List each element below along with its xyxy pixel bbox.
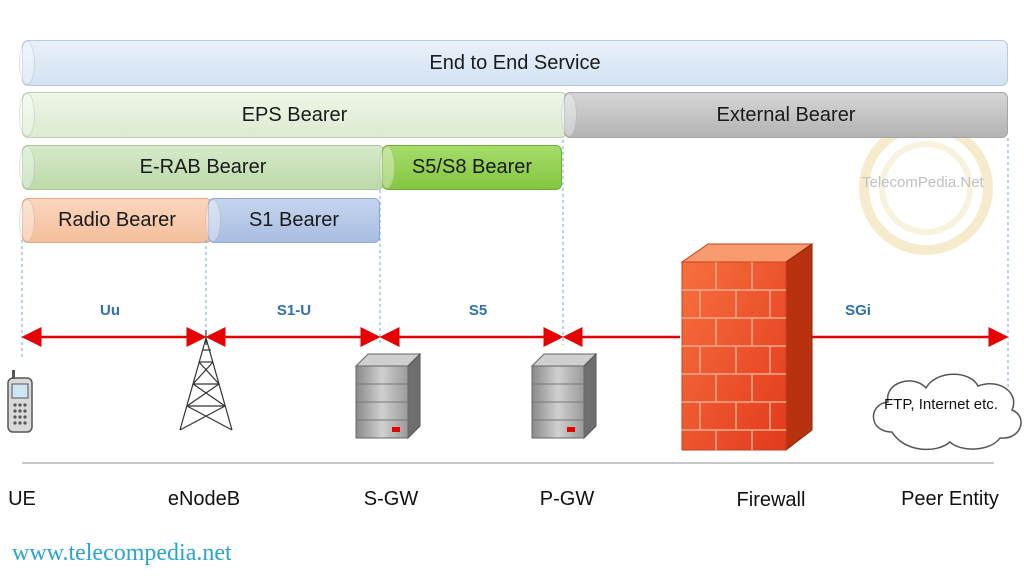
eps-bearer-label: EPS Bearer (241, 103, 348, 126)
internet-cloud-icon (872, 373, 1022, 451)
interface-label-s1u: S1-U (276, 302, 312, 319)
interface-label-uu: Uu (100, 302, 120, 319)
s1-bearer-label: S1 Bearer (248, 209, 340, 231)
node-label-enodeb: eNodeB (167, 488, 241, 510)
node-label-peer-entity: Peer Entity (901, 488, 999, 510)
node-label-s-gw: S-GW (363, 488, 419, 510)
watermark-logo (859, 126, 993, 255)
end-to-end-service-label: End to End Service (429, 51, 601, 74)
external-bearer: External Bearer (561, 92, 1008, 138)
e-rab-bearer-label: E-RAB Bearer (139, 156, 267, 178)
radio-bearer: Radio Bearer (19, 198, 212, 243)
interface-label-s5: S5 (468, 302, 488, 319)
watermark-text: TelecomPedia.Net (862, 174, 984, 191)
s1-bearer: S1 Bearer (205, 198, 380, 243)
cloud-text: FTP, Internet etc. (884, 396, 998, 413)
s-gw-server-icon (354, 352, 422, 440)
s5-s8-bearer: S5/S8 Bearer (379, 145, 562, 190)
enodeb-tower-icon (179, 330, 233, 431)
vertical-guides (21, 138, 1009, 390)
end-to-end-service-bearer: End to End Service (19, 40, 1008, 86)
ue-phone-icon (7, 370, 33, 433)
node-label-p-gw: P-GW (539, 488, 595, 510)
external-bearer-label: External Bearer (716, 103, 856, 126)
interface-label-sgi: SGi (845, 302, 871, 319)
e-rab-bearer: E-RAB Bearer (19, 145, 384, 190)
s5-s8-bearer-label: S5/S8 Bearer (411, 156, 533, 178)
eps-bearer: EPS Bearer (19, 92, 567, 138)
p-gw-server-icon (530, 352, 598, 440)
firewall-icon (680, 243, 814, 452)
node-label-firewall: Firewall (736, 489, 806, 511)
radio-bearer-label: Radio Bearer (58, 209, 176, 231)
website-url: www.telecompedia.net (12, 540, 232, 566)
node-label-ue: UE (8, 488, 36, 510)
